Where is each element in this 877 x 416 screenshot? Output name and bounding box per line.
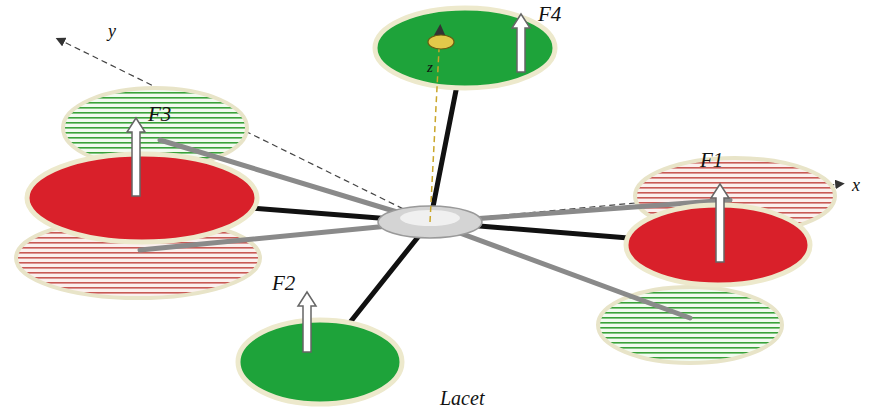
force-label: F4 [538, 4, 561, 25]
axis-label: y [108, 22, 116, 40]
axis-label: x [852, 176, 860, 194]
force-label: F3 [148, 104, 171, 125]
caption: Lacet [440, 388, 484, 408]
force-label: F2 [272, 273, 295, 294]
force-label: F1 [700, 150, 723, 171]
axis-label: z [427, 60, 433, 75]
